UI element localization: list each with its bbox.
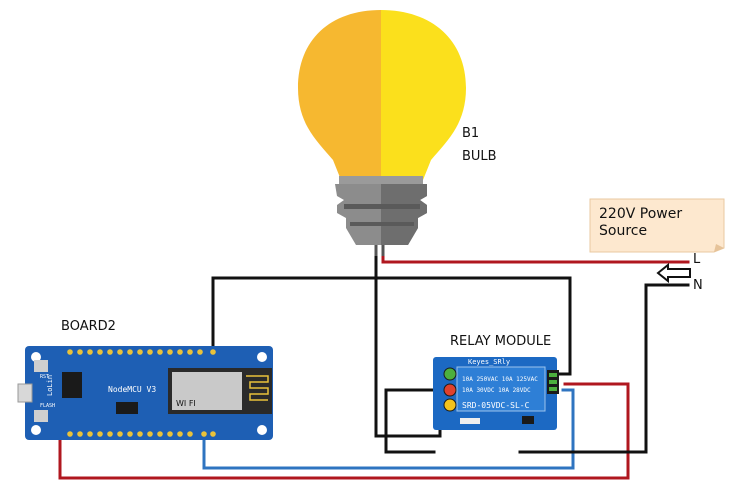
relay-brand: Keyes_SRly <box>468 358 510 366</box>
brand-label: LoLin <box>46 375 54 396</box>
bulb-neck <box>339 176 423 184</box>
board-to-relay-top-wire <box>211 276 572 376</box>
nodemcu-board: RST FLASH LoLin NodeMCU V3 WI FI <box>17 346 273 440</box>
flash-button <box>34 410 48 422</box>
board-silk-title: NodeMCU V3 <box>108 385 156 394</box>
bulb-to-live-wire <box>381 253 690 264</box>
relay-spec-1: 10A 250VAC 10A 125VAC <box>462 376 538 383</box>
relay-module: Keyes_SRly 10A 250VAC 10A 125VAC 10A 30V… <box>433 357 559 430</box>
screw-terminals <box>443 367 457 412</box>
usb-port <box>17 383 33 403</box>
board-label: BOARD2 <box>61 319 116 334</box>
live-terminal-label: L <box>693 252 701 267</box>
arrow-left-icon <box>656 262 691 284</box>
esp-module: WI FI <box>168 368 272 414</box>
flash-label: FLASH <box>40 403 55 409</box>
wifi-label: WI FI <box>176 399 196 408</box>
bulb-to-relay-wire <box>374 253 442 454</box>
bulb-ref-label: B1 <box>462 126 479 141</box>
rst-button <box>34 360 48 372</box>
bulb-name-label: BULB <box>462 149 497 164</box>
power-source-note: 220V Power Source <box>589 198 725 253</box>
antenna-trace <box>246 375 269 401</box>
neutral-terminal-label: N <box>693 278 703 293</box>
relay-diode <box>460 418 480 424</box>
usb-chip <box>62 372 82 398</box>
board-data-wire <box>202 388 575 470</box>
relay-spec-2: 10A 30VDC 10A 28VDC <box>462 387 531 394</box>
bulb-glass-right <box>381 10 466 180</box>
power-source-label-line2: Source <box>599 223 647 239</box>
relay-transistor <box>522 416 534 424</box>
neutral-wire <box>518 283 690 454</box>
top-pin-row <box>67 349 216 355</box>
rst-label: RST <box>40 374 49 380</box>
regulator <box>116 402 138 414</box>
bulb <box>298 10 466 256</box>
relay-model: SRD-05VDC-SL-C <box>462 401 530 410</box>
relay-label: RELAY MODULE <box>450 334 551 349</box>
power-source-label-line1: 220V Power <box>599 206 682 222</box>
bottom-pin-row <box>67 431 216 437</box>
bulb-glass-left <box>298 10 381 180</box>
